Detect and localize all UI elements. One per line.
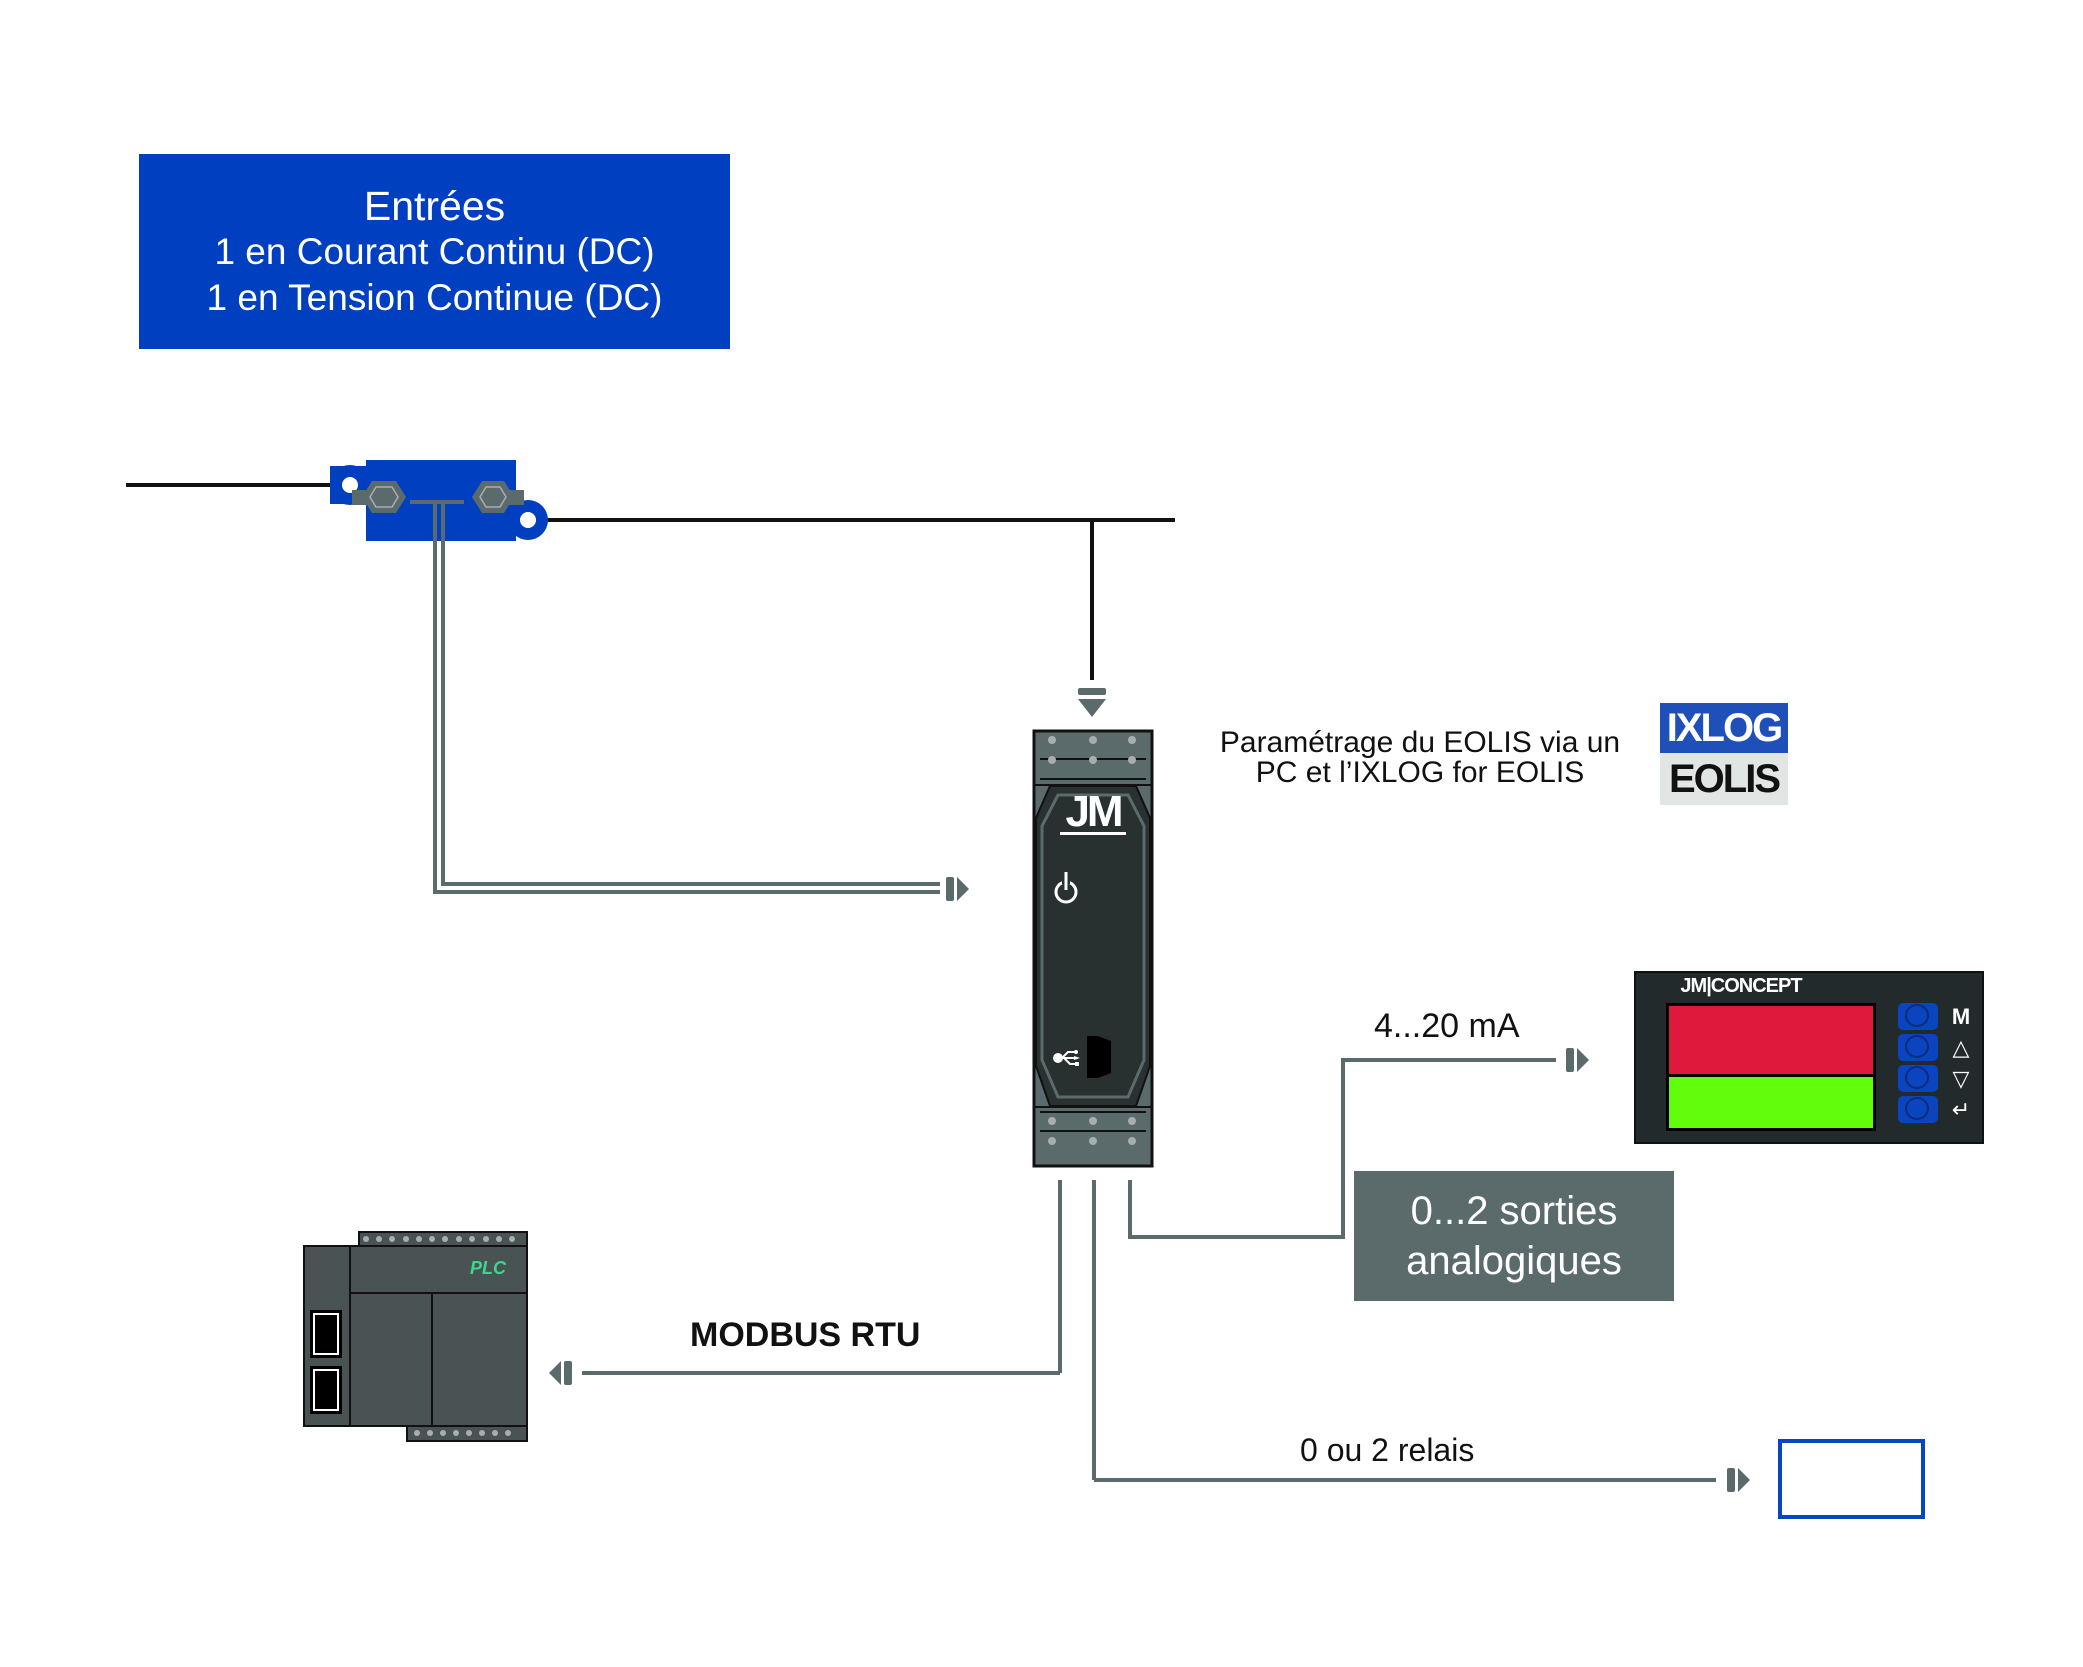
- shunt-icon: [330, 460, 548, 541]
- eolis-logo-text: EOLIS: [1660, 753, 1788, 805]
- usb-port[interactable]: [1087, 1036, 1111, 1078]
- analog-output-line: [1128, 1058, 1556, 1239]
- display-button-mode[interactable]: [1898, 1003, 1938, 1030]
- inputs-box: Entrées 1 en Courant Continu (DC) 1 en T…: [139, 154, 730, 349]
- display-brand: JM|CONCEPT: [1680, 975, 1802, 997]
- inputs-title: Entrées: [363, 182, 506, 229]
- usb-icon: [1053, 1050, 1080, 1066]
- relay-output-box[interactable]: [1778, 1439, 1925, 1519]
- relay-arrow-icon: [1727, 1468, 1750, 1492]
- configuration-note: Paramétrage du EOLIS via un PC et l’IXLO…: [1180, 728, 1660, 788]
- enter-icon: ↵: [1951, 1097, 1971, 1122]
- plc-device[interactable]: [303, 1231, 528, 1442]
- analog-outputs-line-2: analogiques: [1406, 1239, 1622, 1283]
- analog-arrow-icon: [1566, 1048, 1589, 1072]
- input-arrow-icon: [946, 877, 969, 901]
- display-button-enter[interactable]: [1898, 1096, 1938, 1123]
- panel-display[interactable]: JM|CONCEPT M △ ▽ ↵: [1634, 971, 1984, 1144]
- analog-signal-label: 4...20 mA: [1374, 1007, 1520, 1045]
- configuration-line-1: Paramétrage du EOLIS via un: [1219, 726, 1621, 759]
- analog-outputs-box: 0...2 sorties analogiques: [1354, 1171, 1674, 1301]
- mode-label: M: [1951, 1004, 1971, 1029]
- ixlog-logo-text: IXLOG: [1660, 703, 1788, 753]
- inputs-line-voltage: 1 en Tension Continue (DC): [206, 276, 663, 318]
- analog-outputs-line-1: 0...2 sorties: [1410, 1189, 1618, 1233]
- modbus-arrow-icon: [549, 1361, 572, 1385]
- display-button-down[interactable]: [1898, 1065, 1938, 1092]
- plc-label: PLC: [470, 1258, 506, 1278]
- ixlog-eolis-logo[interactable]: IXLOG EOLIS: [1660, 703, 1788, 805]
- down-arrow-icon: ▽: [1952, 1066, 1970, 1091]
- power-arrow-icon: [1078, 688, 1106, 717]
- inputs-line-current: 1 en Courant Continu (DC): [214, 230, 655, 272]
- input-signal-line: [433, 502, 940, 894]
- relays-label: 0 ou 2 relais: [1300, 1432, 1475, 1468]
- device-screws: [1048, 736, 1136, 1145]
- display-red-segment: [1669, 1006, 1873, 1074]
- device-brand-logo: JM: [1060, 790, 1126, 835]
- configuration-line-2: PC et l’IXLOG for EOLIS: [1255, 756, 1585, 789]
- display-button-up[interactable]: [1898, 1034, 1938, 1061]
- power-icon: [1054, 872, 1078, 904]
- eolis-device[interactable]: [1032, 729, 1154, 1168]
- up-arrow-icon: △: [1952, 1035, 1970, 1060]
- display-green-segment: [1669, 1077, 1873, 1128]
- modbus-label: MODBUS RTU: [690, 1316, 921, 1354]
